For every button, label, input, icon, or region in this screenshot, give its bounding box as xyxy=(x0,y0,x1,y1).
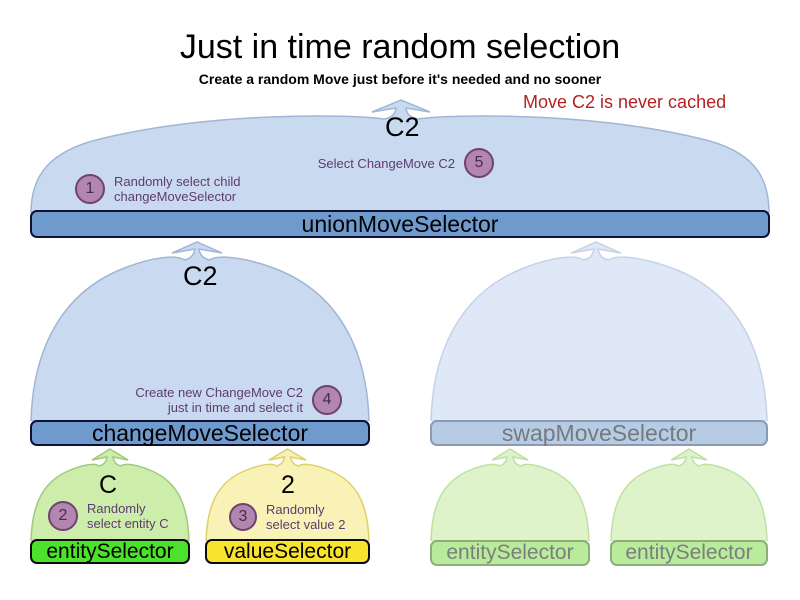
step-5-text: Select ChangeMove C2 xyxy=(317,155,455,171)
value-selector-bar: valueSelector xyxy=(205,539,370,564)
entity-selector-faded-left-bar: entitySelector xyxy=(430,540,590,566)
step-4-text-line2: just in time and select it xyxy=(167,400,303,415)
entity-output-label: C xyxy=(99,471,118,499)
entity-faded-right-funnel-arrow-shape xyxy=(610,448,768,541)
warning-note: Move C2 is never cached xyxy=(523,92,727,112)
change-funnel-arrow-shape xyxy=(30,241,370,421)
step-5-badge: 5 xyxy=(464,148,494,178)
entity-selector-faded-left-label: entitySelector xyxy=(446,541,574,564)
value-selector-label: valueSelector xyxy=(223,539,352,563)
step-1-badge: 1 xyxy=(75,174,105,204)
union-funnel-arrow-shape xyxy=(30,99,770,213)
entity-selector-bar: entitySelector xyxy=(30,539,190,564)
step-4-badge: 4 xyxy=(312,385,342,415)
step-5-annotation: Select ChangeMove C2 5 xyxy=(318,148,494,178)
swap-move-selector-bar: swapMoveSelector xyxy=(430,420,768,446)
step-3-annotation: 3 Randomly select value 2 xyxy=(229,502,346,532)
step-2-annotation: 2 Randomly select entity C xyxy=(48,501,169,531)
step-1-text-line1: Randomly select child xyxy=(114,174,241,189)
union-move-selector-label: unionMoveSelector xyxy=(301,210,499,237)
change-move-selector-bar: changeMoveSelector xyxy=(30,420,370,446)
step-3-text-line1: Randomly xyxy=(266,502,325,517)
step-4-text-line1: Create new ChangeMove C2 xyxy=(135,385,303,400)
change-move-selector-label: changeMoveSelector xyxy=(91,419,309,446)
page-title: Just in time random selection xyxy=(179,28,621,66)
step-2-text-line1: Randomly xyxy=(87,501,146,516)
change-output-label: C2 xyxy=(183,261,218,291)
swap-funnel-arrow-shape xyxy=(430,241,768,421)
step-3-badge: 3 xyxy=(229,503,257,531)
entity-faded-left-funnel-arrow-shape xyxy=(430,448,590,541)
union-move-selector-bar: unionMoveSelector xyxy=(30,210,770,238)
swap-move-selector-label: swapMoveSelector xyxy=(501,419,697,446)
step-3-text-line2: select value 2 xyxy=(266,517,346,532)
step-1-text-line2: changeMoveSelector xyxy=(114,189,237,204)
step-1-annotation: 1 Randomly select child changeMoveSelect… xyxy=(75,174,240,204)
page-subtitle: Create a random Move just before it's ne… xyxy=(198,71,602,87)
step-2-badge: 2 xyxy=(48,501,78,531)
step-4-annotation: Create new ChangeMove C2 just in time an… xyxy=(135,385,342,415)
entity-selector-faded-right-label: entitySelector xyxy=(625,541,753,564)
step-2-text-line2: select entity C xyxy=(87,516,169,531)
entity-selector-label: entitySelector xyxy=(46,539,174,563)
entity-selector-faded-right-bar: entitySelector xyxy=(610,540,768,566)
value-output-label: 2 xyxy=(281,471,295,499)
union-output-label: C2 xyxy=(385,112,420,142)
